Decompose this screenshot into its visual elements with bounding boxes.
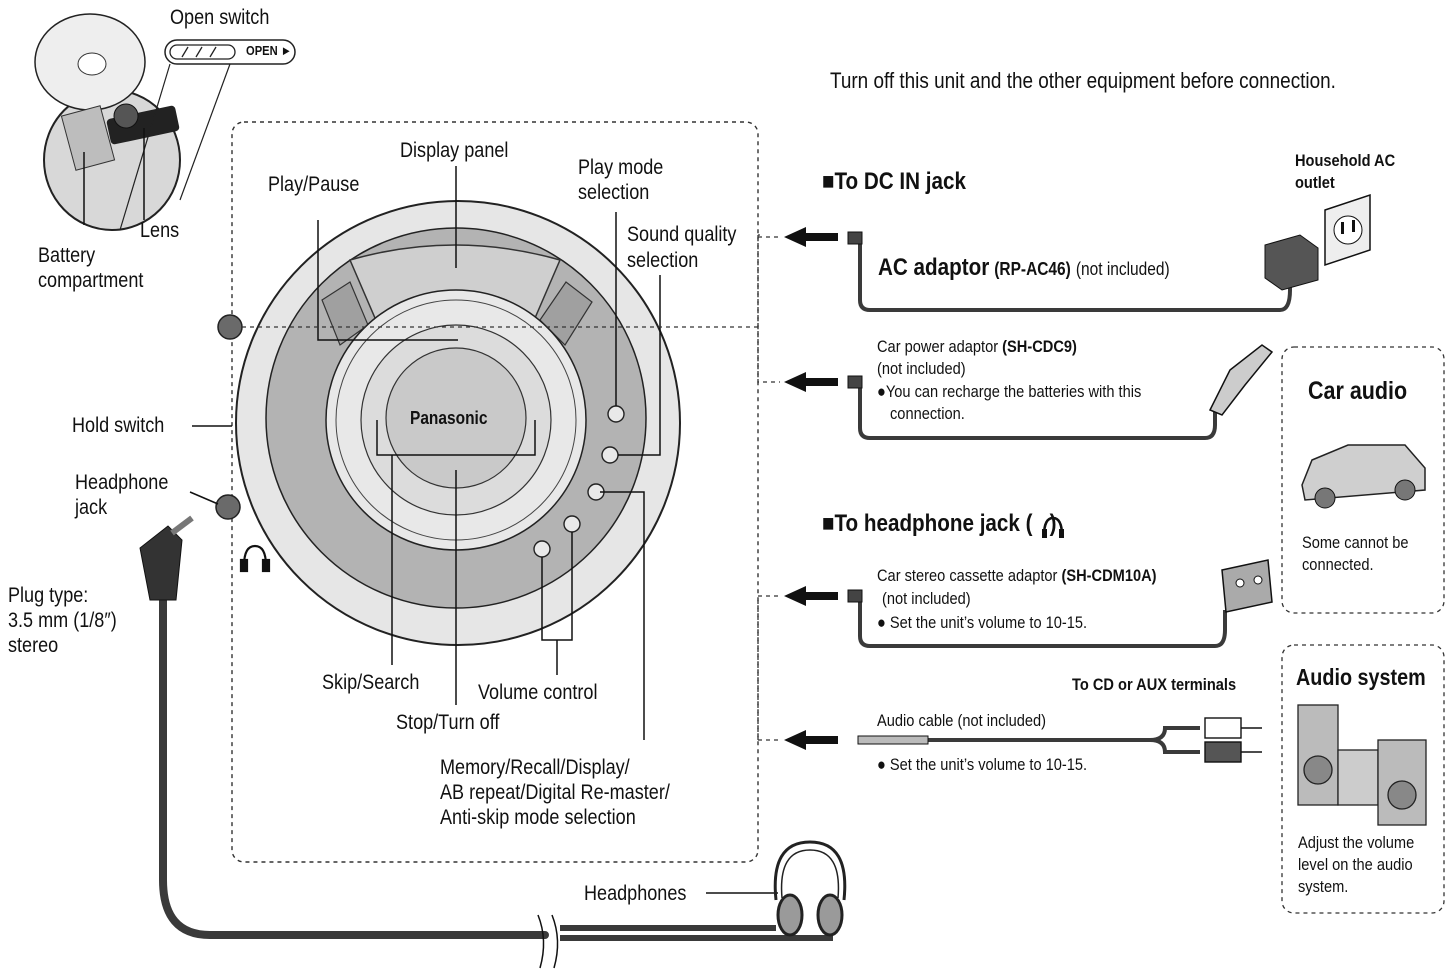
audio-system-note-3: system. [1298, 877, 1349, 896]
audio-cable-bullet: ● Set the unit’s volume to 10-15. [877, 755, 1088, 774]
label-play-pause: Play/Pause [268, 173, 360, 196]
cassette-note: (not included) [882, 589, 971, 608]
audio-system-icon [1297, 704, 1427, 826]
battery-compartment [60, 105, 116, 171]
ac-adaptor-model: (RP-AC46) [994, 259, 1071, 279]
heading-headphone-prefix: ■To headphone jack ( [822, 510, 1033, 537]
cassette-adaptor-icon [1221, 559, 1273, 613]
arrow-hp-cable [784, 730, 838, 750]
open-switch-marker: OPEN ► [246, 43, 292, 58]
label-memory-1: Memory/Recall/Display/ [440, 756, 630, 779]
car-adaptor-model: (SH-CDC9) [1002, 337, 1077, 356]
label-memory-2: AB repeat/Digital Re-master/ [440, 781, 670, 804]
label-plug-type-1: Plug type: [8, 584, 89, 607]
rca-plugs-icon [1204, 717, 1262, 763]
label-hold-switch: Hold switch [72, 414, 165, 437]
heading-headphone-jack: ■To headphone jack () [822, 510, 1057, 538]
sound-quality-button[interactable] [601, 446, 619, 464]
label-battery-2: compartment [38, 269, 144, 292]
label-play-mode-2: selection [578, 181, 650, 204]
label-lens: Lens [140, 219, 180, 242]
cassette-line: Car stereo cassette adaptor (SH-CDM10A) [877, 565, 1157, 587]
car-icon [1301, 444, 1426, 509]
ac-adaptor-note: (not included) [1075, 259, 1170, 279]
headphone-cable [139, 515, 833, 969]
audio-system-note-1: Adjust the volume [1298, 833, 1415, 852]
label-memory-3: Anti-skip mode selection [440, 806, 636, 829]
lens [113, 103, 139, 129]
arrow-dc-car [784, 372, 838, 392]
open-cd-player [34, 13, 296, 231]
brand-logo: Panasonic [410, 408, 488, 428]
label-stop-turn-off: Stop/Turn off [396, 711, 500, 734]
audio-cable-label: Audio cable (not included) [877, 711, 1047, 730]
label-headphone-jack-2: jack [75, 496, 108, 519]
ac-adaptor-line: AC adaptor (RP-AC46) (not included) [878, 255, 1170, 282]
car-adaptor-bullet-1: ●You can recharge the batteries with thi… [877, 382, 1142, 401]
cassette-model: (SH-CDM10A) [1061, 566, 1157, 585]
label-skip-search: Skip/Search [322, 671, 420, 694]
headphone-jack[interactable] [215, 494, 241, 520]
volume-down-button[interactable] [533, 540, 551, 558]
cassette-name: Car stereo cassette adaptor [877, 566, 1058, 585]
cd-player [215, 200, 681, 646]
open-switch[interactable] [169, 44, 236, 60]
volume-up-button[interactable] [563, 515, 581, 533]
car-power-adaptor-icon [1208, 344, 1274, 416]
car-adaptor-line: Car power adaptor (SH-CDC9) [877, 336, 1077, 358]
label-headphone-jack-1: Headphone [75, 471, 169, 494]
label-plug-type-2: 3.5 mm (1/8″) [8, 609, 117, 632]
label-cd-aux-terminals: To CD or AUX terminals [1072, 675, 1237, 694]
ac-adaptor-icon [1264, 193, 1371, 291]
audio-system-title: Audio system [1296, 664, 1426, 690]
car-adaptor-note: (not included) [877, 359, 966, 378]
headphones-icon [773, 840, 847, 937]
arrow-hp-cassette [784, 586, 838, 606]
play-mode-selection-button[interactable] [607, 405, 625, 423]
label-headphones: Headphones [584, 882, 687, 905]
label-outlet-2: outlet [1295, 173, 1335, 192]
label-play-mode-1: Play mode [578, 156, 664, 179]
car-audio-note-2: connected. [1302, 555, 1374, 574]
intro-note: Turn off this unit and the other equipme… [830, 68, 1336, 93]
label-sound-quality-1: Sound quality [627, 223, 737, 246]
headphone-symbol-icon [239, 544, 271, 573]
label-volume-control: Volume control [478, 681, 598, 704]
unit-outline [231, 121, 759, 863]
label-sound-quality-2: selection [627, 249, 699, 272]
label-plug-type-3: stereo [8, 634, 59, 657]
label-display-panel: Display panel [400, 139, 509, 162]
headphone-heading-symbol-icon [1042, 516, 1064, 538]
label-outlet-1: Household AC [1295, 151, 1396, 170]
headphone-plug [139, 525, 183, 601]
ac-adaptor-name: AC adaptor [878, 254, 990, 281]
dc-in-jack[interactable] [217, 314, 243, 340]
audio-system-note-2: level on the audio [1298, 855, 1413, 874]
audio-system-box [1281, 644, 1445, 914]
car-audio-title: Car audio [1308, 377, 1408, 405]
label-open-switch: Open switch [170, 6, 270, 29]
cassette-bullet: ● Set the unit’s volume to 10-15. [877, 613, 1088, 632]
heading-dc-in: ■To DC IN jack [822, 168, 966, 195]
label-battery-1: Battery [38, 244, 96, 267]
heading-headphone-suffix: ) [1049, 510, 1057, 537]
car-audio-note-1: Some cannot be [1302, 533, 1409, 552]
car-adaptor-name: Car power adaptor [877, 337, 999, 356]
car-adaptor-bullet-2: connection. [890, 404, 965, 423]
arrow-dc-ac [784, 227, 838, 247]
